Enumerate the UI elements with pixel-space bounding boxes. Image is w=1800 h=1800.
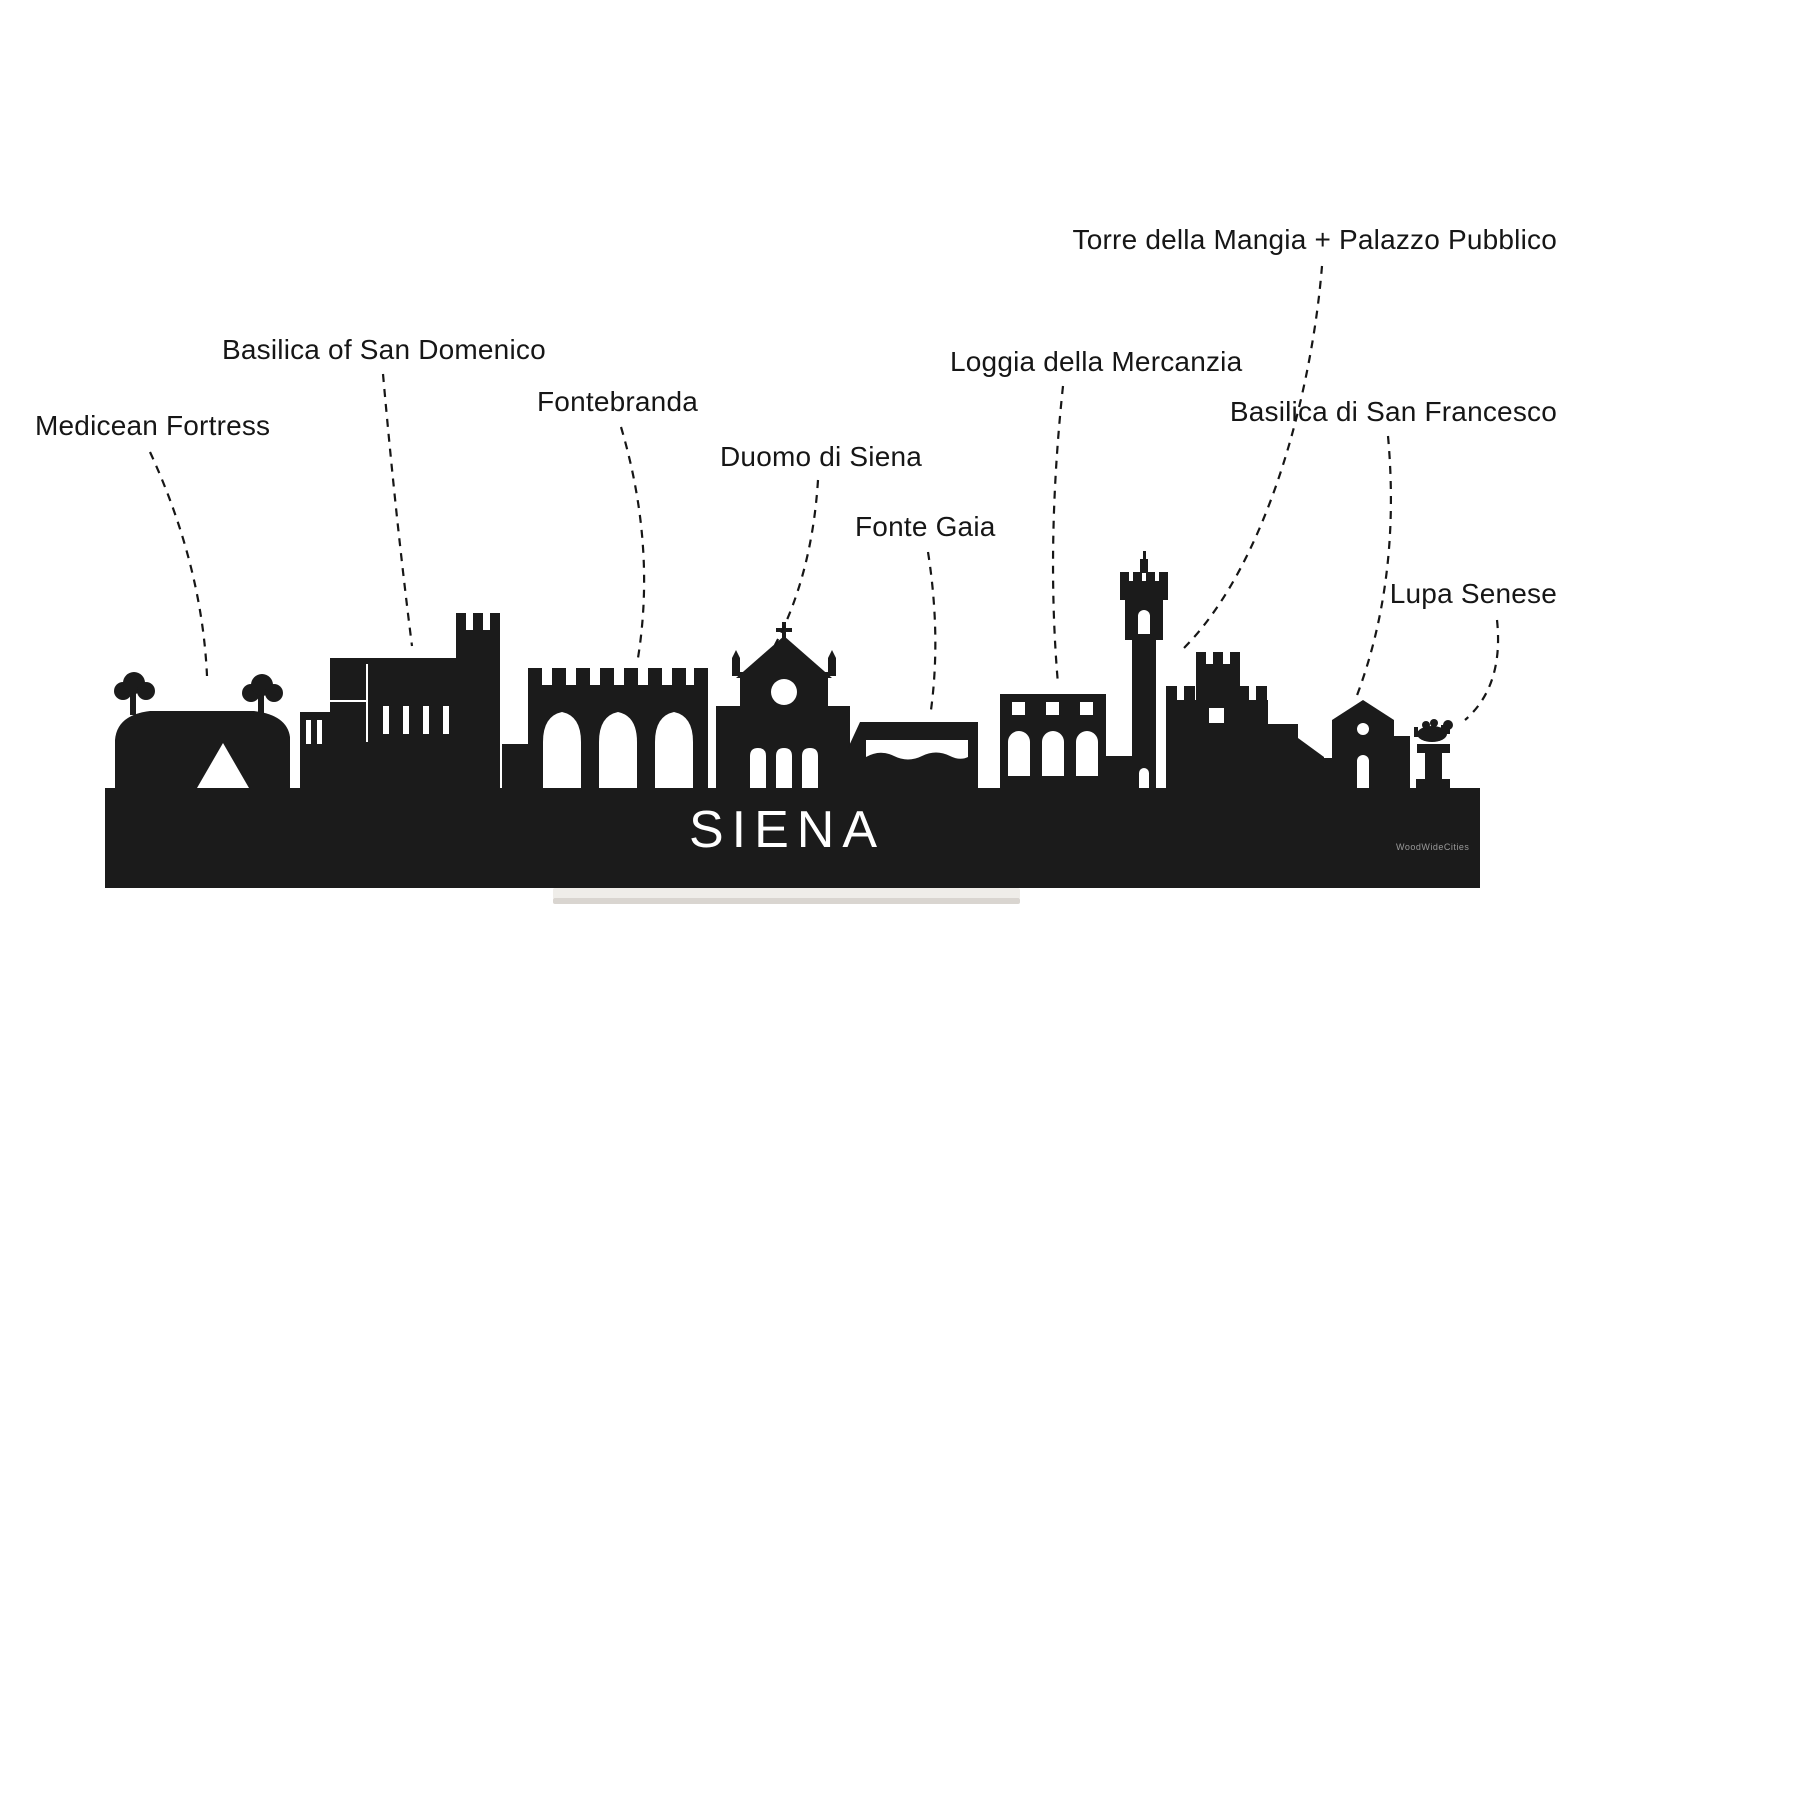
leader-line-basilica-di-san-francesco xyxy=(1354,435,1393,699)
label-basilica-di-san-francesco: Basilica di San Francesco xyxy=(1229,396,1557,427)
leader-line-basilica-of-san-domenico xyxy=(381,373,414,647)
basilica-san-domenico-shape xyxy=(300,613,528,788)
label-duomo-di-siena: Duomo di Siena xyxy=(720,441,923,472)
leader-line-torre-della-mangia xyxy=(1181,265,1324,651)
label-torre-della-mangia-palazzo-pubblico: Torre della Mangia + Palazzo Pubblico xyxy=(1072,224,1557,255)
torre-del-mangia-shape xyxy=(1120,551,1168,788)
basilica-san-francesco-shape xyxy=(1332,700,1410,788)
leader-line-fontebranda xyxy=(619,426,646,659)
palazzo-pubblico-shape xyxy=(1166,652,1334,788)
plinth xyxy=(105,788,1480,888)
leader-line-fonte-gaia xyxy=(926,551,937,711)
label-loggia-della-mercanzia: Loggia della Mercanzia xyxy=(950,346,1243,377)
city-name: SIENA xyxy=(688,801,886,859)
leader-line-duomo-di-siena xyxy=(774,479,820,646)
label-fonte-gaia: Fonte Gaia xyxy=(855,511,996,542)
leader-line-loggia-della-mercanzia xyxy=(1051,385,1065,685)
skyline-cutouts xyxy=(197,610,1369,788)
display-stand xyxy=(553,888,1020,904)
label-basilica-of-san-domenico: Basilica of San Domenico xyxy=(222,334,546,365)
leader-line-lupa-senese xyxy=(1464,619,1500,721)
lupa-senese-shape xyxy=(1414,719,1453,788)
label-medicean-fortress: Medicean Fortress xyxy=(35,410,271,441)
medicean-fortress-shape xyxy=(114,672,290,788)
skyline-details xyxy=(866,752,968,764)
label-fontebranda: Fontebranda xyxy=(537,386,698,417)
label-lupa-senese: Lupa Senese xyxy=(1389,578,1557,609)
leader-lines xyxy=(149,265,1500,721)
watermark: WoodWideCities xyxy=(1396,842,1470,852)
leader-line-medicean-fortress xyxy=(149,451,209,677)
